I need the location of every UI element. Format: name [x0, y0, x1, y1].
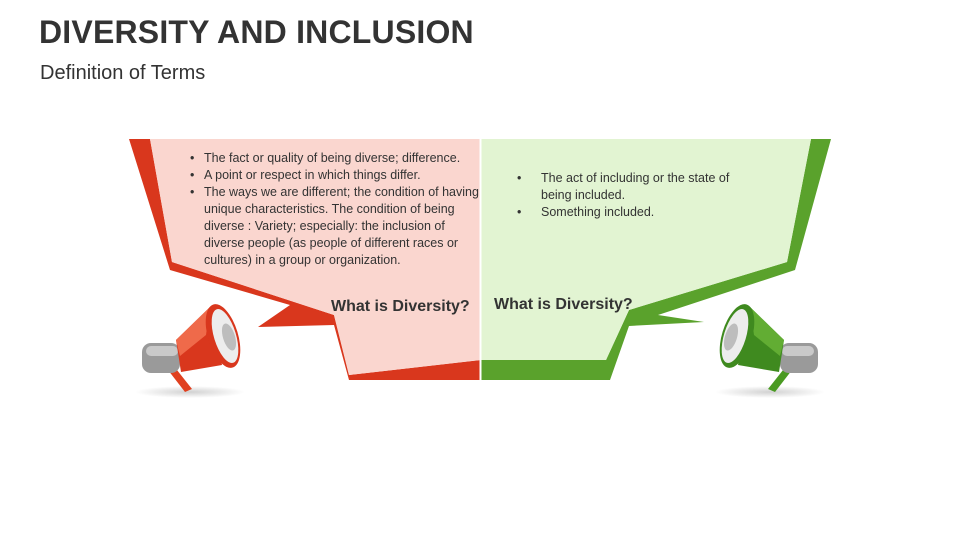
list-item: The ways we are different; the condition…	[190, 184, 480, 269]
list-item: Something included.	[517, 204, 747, 221]
megaphone-icon	[135, 304, 245, 398]
list-item: A point or respect in which things diffe…	[190, 167, 480, 184]
slide-title: DIVERSITY AND INCLUSION	[39, 14, 474, 50]
list-item: The fact or quality of being diverse; di…	[190, 150, 480, 167]
left-definition-list: The fact or quality of being diverse; di…	[190, 150, 480, 269]
right-definition-list: The act of including or the state of bei…	[517, 170, 747, 221]
list-item: The act of including or the state of bei…	[517, 170, 747, 204]
right-panel-label: What is Diversity?	[494, 296, 633, 313]
left-panel-label: What is Diversity?	[331, 298, 470, 315]
slide-subtitle: Definition of Terms	[40, 62, 206, 84]
megaphone-icon	[715, 304, 825, 398]
